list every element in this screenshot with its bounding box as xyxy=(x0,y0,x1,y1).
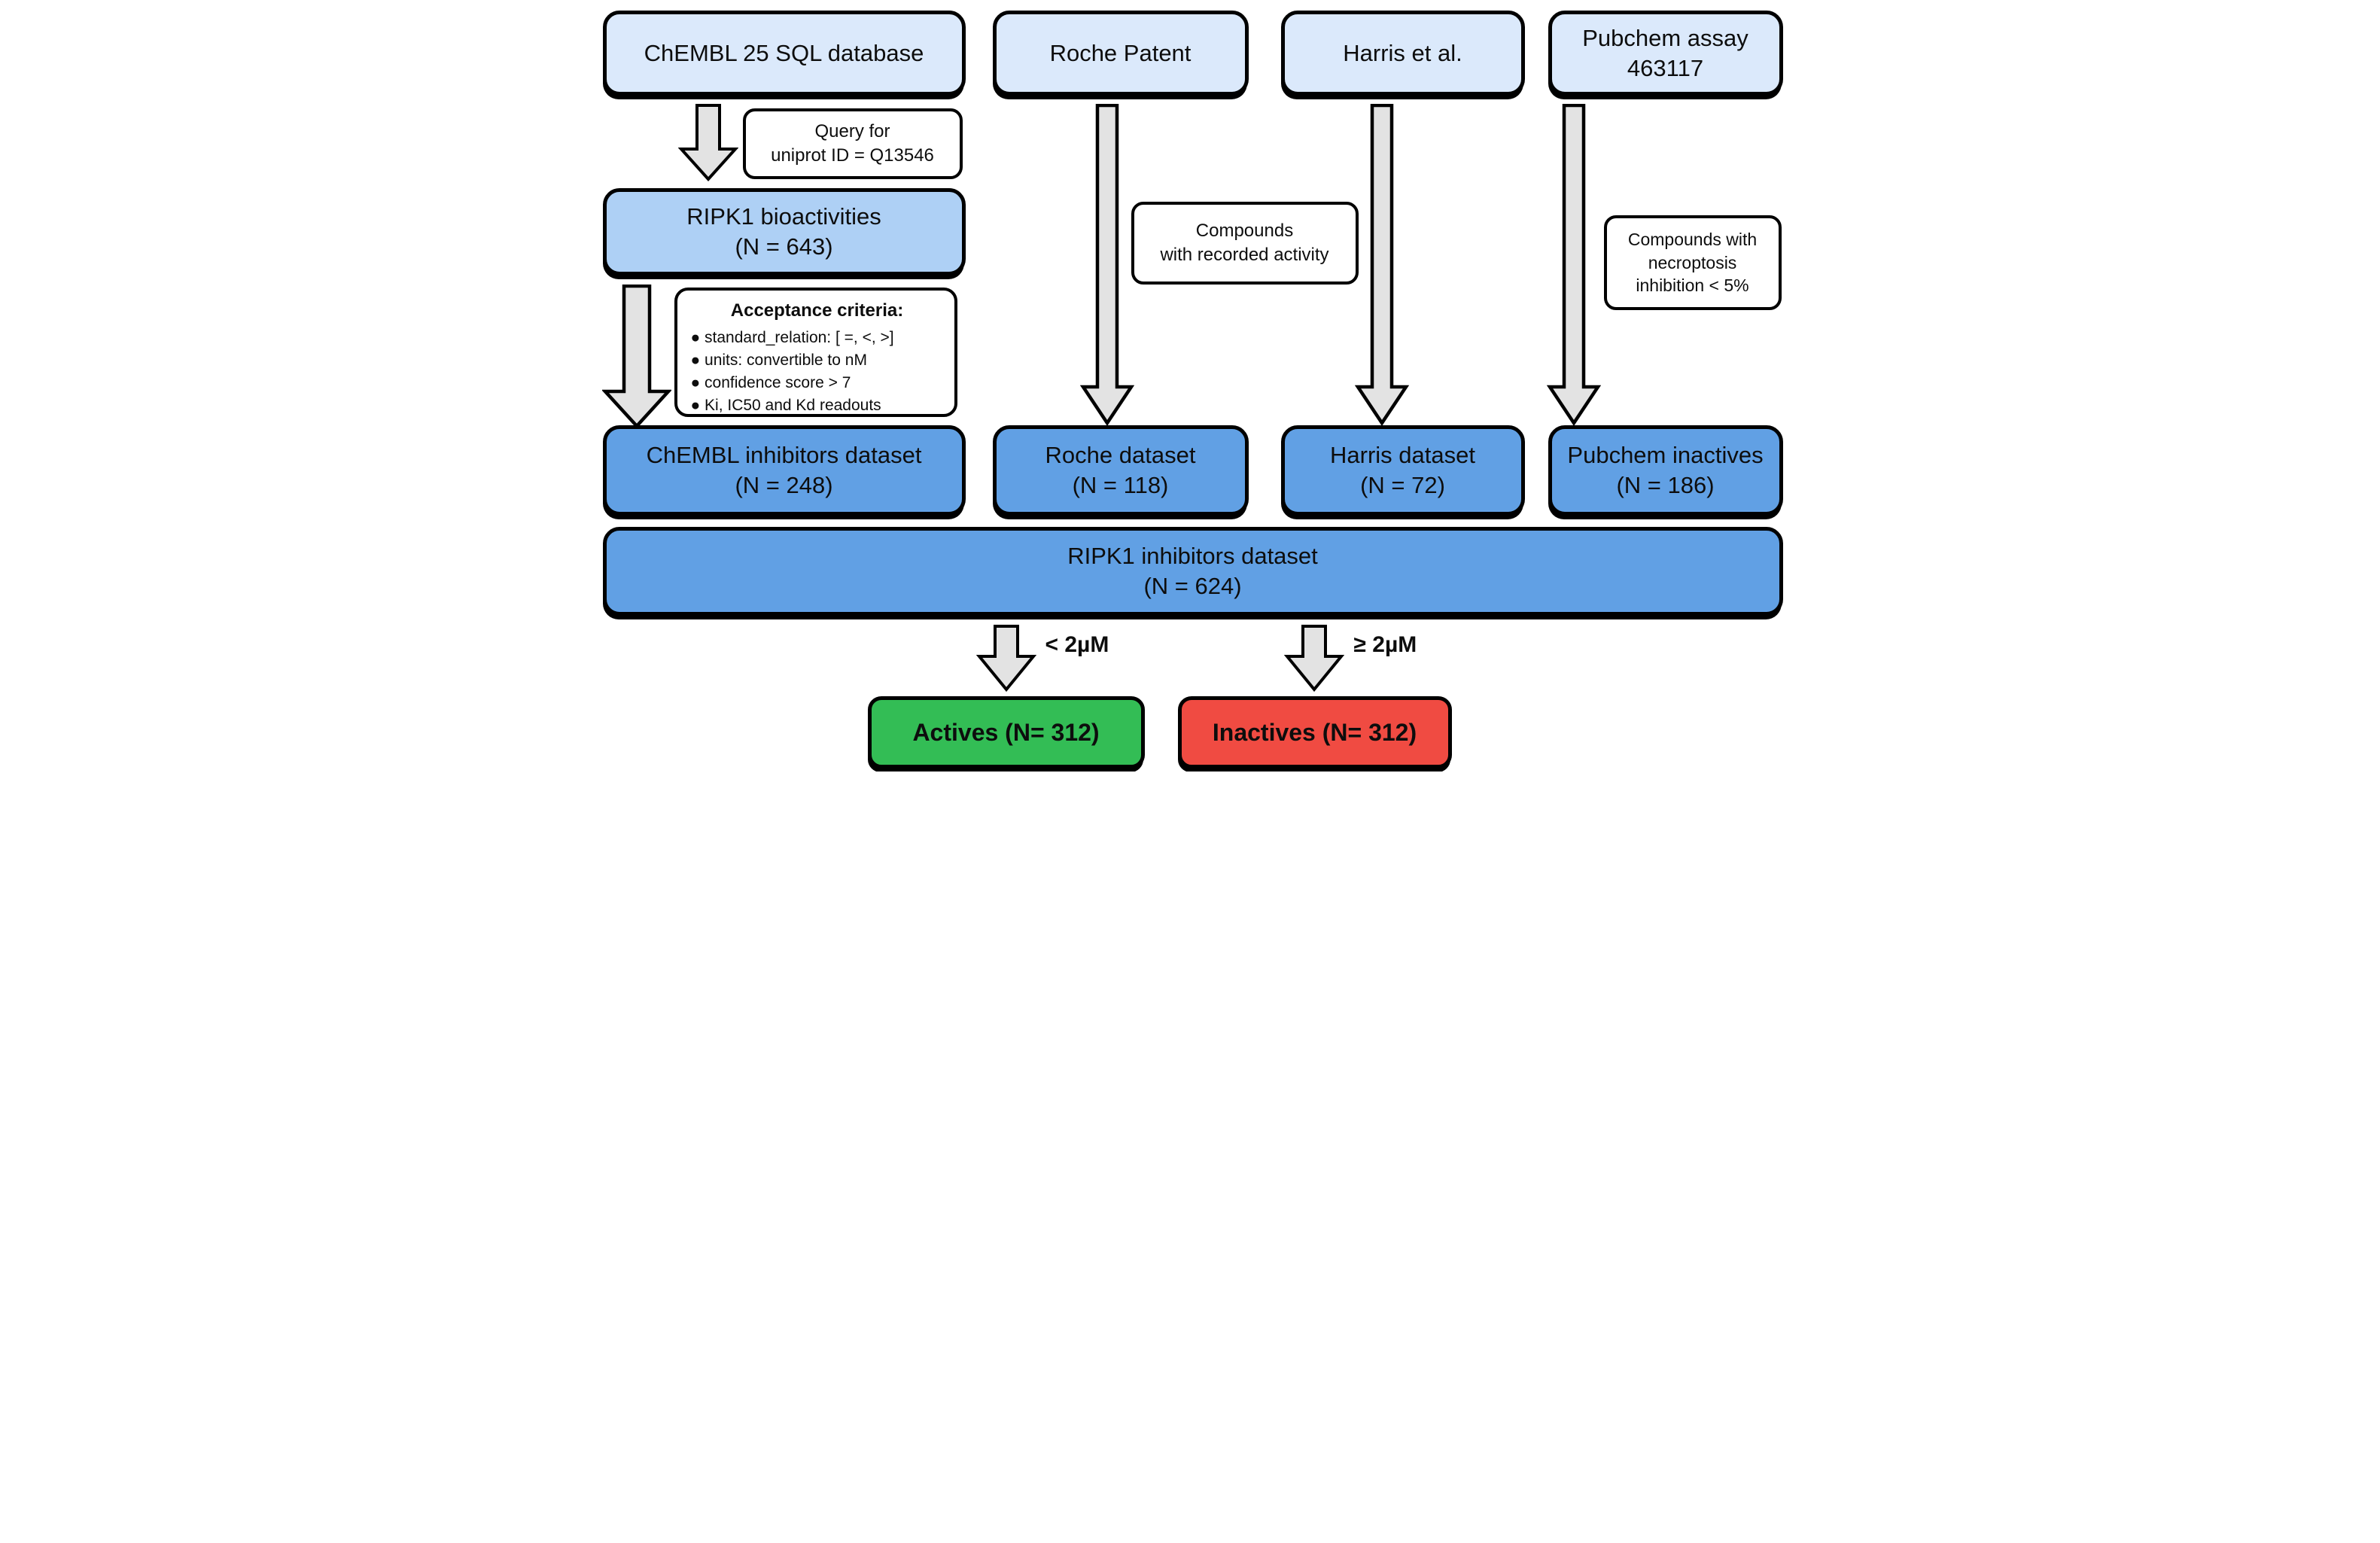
criteria-item: ● Ki, IC50 and Kd readouts xyxy=(690,396,881,414)
pubchem-dataset-box: Pubchem inactives (N = 186) xyxy=(1548,425,1783,516)
roche-dataset-box: Roche dataset (N = 118) xyxy=(992,425,1249,516)
merged-dataset-label: RIPK1 inhibitors dataset (N = 624) xyxy=(1067,543,1318,599)
pubchem-note-box: Compounds with necroptosis inhibition < … xyxy=(1603,215,1782,310)
actives-box: Actives (N= 312) xyxy=(867,696,1145,768)
inactives-label: Inactives (N= 312) xyxy=(1212,718,1417,746)
actives-threshold-label: < 2µM xyxy=(1045,632,1109,657)
roche-dataset-label: Roche dataset (N = 118) xyxy=(1045,442,1196,498)
criteria-item: ● confidence score > 7 xyxy=(690,373,851,391)
pubchem-dataset-label: Pubchem inactives (N = 186) xyxy=(1567,442,1764,498)
chembl-query-arrow-icon xyxy=(677,104,738,181)
pubchem-source-box: Pubchem assay 463117 xyxy=(1548,11,1783,96)
actives-label: Actives (N= 312) xyxy=(912,718,1100,746)
acceptance-criteria-box: Acceptance criteria: ● standard_relation… xyxy=(674,288,957,417)
chembl-filter-arrow-icon xyxy=(601,285,671,429)
chembl-source-label: ChEMBL 25 SQL database xyxy=(644,39,924,66)
pubchem-note-label: Compounds with necroptosis inhibition < … xyxy=(1627,230,1758,296)
pubchem-flow-arrow-icon xyxy=(1546,104,1601,426)
acceptance-criteria-title: Acceptance criteria: xyxy=(730,300,904,321)
inactives-threshold-label: ≥ 2µM xyxy=(1353,632,1417,657)
roche-note-box: Compounds with recorded activity xyxy=(1131,202,1359,285)
chembl-source-box: ChEMBL 25 SQL database xyxy=(602,11,966,96)
merged-dataset-box: RIPK1 inhibitors dataset (N = 624) xyxy=(602,527,1783,616)
harris-source-label: Harris et al. xyxy=(1343,39,1462,66)
bioactivities-label: RIPK1 bioactivities (N = 643) xyxy=(686,203,881,260)
roche-flow-arrow-icon xyxy=(1079,104,1134,426)
bioactivities-box: RIPK1 bioactivities (N = 643) xyxy=(602,188,966,275)
actives-split-arrow-icon xyxy=(975,625,1036,692)
query-note-label: Query for uniprot ID = Q13546 xyxy=(771,121,934,166)
chembl-dataset-box: ChEMBL inhibitors dataset (N = 248) xyxy=(602,425,966,516)
pubchem-source-label: Pubchem assay 463117 xyxy=(1582,24,1748,81)
chembl-dataset-label: ChEMBL inhibitors dataset (N = 248) xyxy=(646,442,922,498)
inactives-box: Inactives (N= 312) xyxy=(1177,696,1452,768)
harris-source-box: Harris et al. xyxy=(1280,11,1525,96)
roche-source-label: Roche Patent xyxy=(1049,39,1192,66)
dataset-flow-diagram: ChEMBL 25 SQL database Roche Patent Harr… xyxy=(595,0,1785,772)
roche-note-label: Compounds with recorded activity xyxy=(1160,221,1329,265)
harris-dataset-box: Harris dataset (N = 72) xyxy=(1280,425,1525,516)
criteria-item: ● standard_relation: [ =, <, >] xyxy=(690,329,894,347)
inactives-split-arrow-icon xyxy=(1283,625,1344,692)
roche-source-box: Roche Patent xyxy=(992,11,1249,96)
criteria-item: ● units: convertible to nM xyxy=(690,351,867,369)
harris-flow-arrow-icon xyxy=(1354,104,1409,426)
harris-dataset-label: Harris dataset (N = 72) xyxy=(1330,442,1475,498)
query-note-box: Query for uniprot ID = Q13546 xyxy=(742,108,963,179)
